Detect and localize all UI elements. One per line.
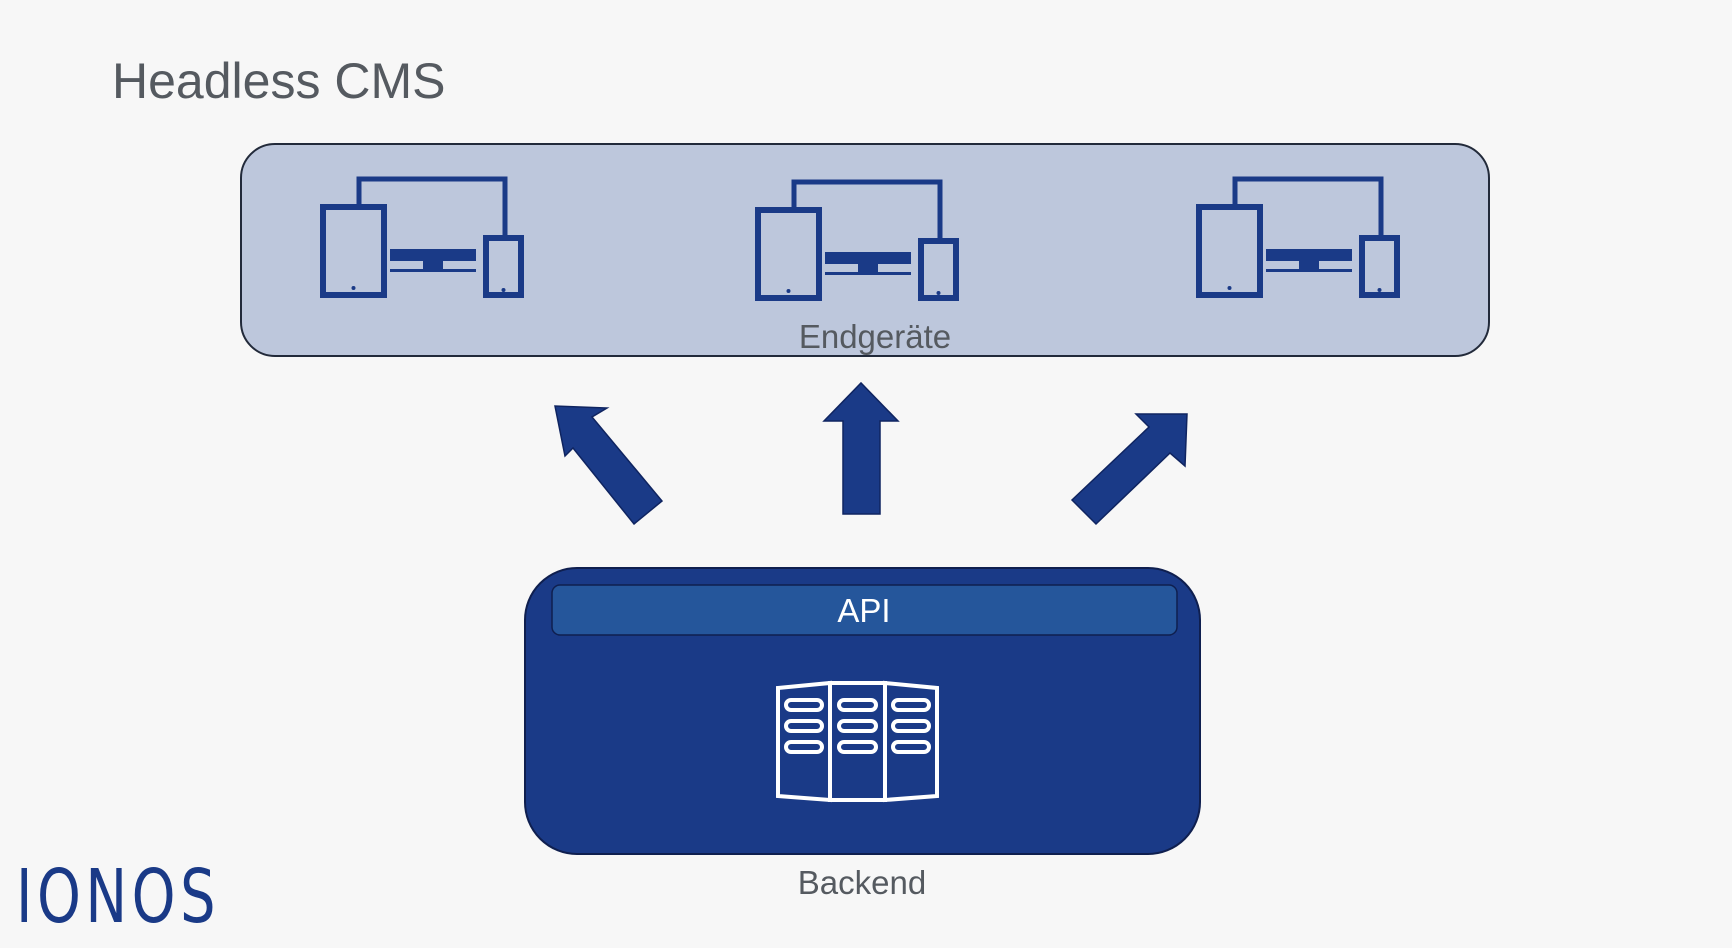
arrow-up: [822, 381, 900, 515]
page-title: Headless CMS: [112, 53, 445, 109]
devices-panel: [240, 143, 1490, 357]
api-bar: [551, 584, 1178, 636]
ionos-logo: IONOS: [16, 854, 220, 940]
devices-label: Endgeräte: [799, 318, 951, 355]
arrow-up-left: [554, 405, 664, 526]
arrow-up-right: [1070, 413, 1188, 526]
server-rack-icon: [776, 680, 939, 803]
api-label: API: [837, 592, 890, 629]
backend-label: Backend: [798, 864, 926, 901]
